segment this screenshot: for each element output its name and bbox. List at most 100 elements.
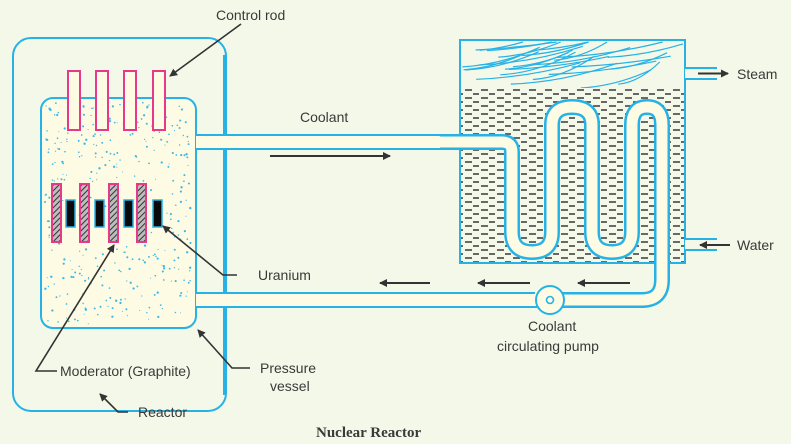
speckle: [48, 148, 50, 150]
speckle: [173, 248, 176, 251]
speckle: [189, 266, 192, 269]
graphite-rod: [51, 183, 62, 243]
speckle: [63, 258, 66, 261]
steam-swirls: [462, 41, 684, 89]
speckle: [83, 142, 86, 145]
speckle: [108, 117, 111, 120]
speckle: [152, 137, 154, 139]
speckle: [143, 261, 147, 264]
speckle: [114, 262, 116, 264]
speckle: [89, 196, 92, 199]
speckle: [116, 176, 118, 179]
speckle: [45, 138, 48, 141]
speckle: [116, 166, 118, 168]
speckle: [150, 231, 153, 234]
speckle: [177, 220, 180, 223]
speckle: [94, 156, 97, 158]
speckle: [66, 174, 68, 176]
speckle: [143, 138, 146, 141]
speckle: [183, 174, 186, 177]
speckle: [104, 205, 107, 208]
speckle: [97, 313, 99, 316]
speckle: [76, 319, 79, 322]
speckle: [98, 167, 101, 170]
speckle: [153, 293, 156, 296]
speckle: [92, 123, 94, 126]
speckle: [116, 248, 118, 251]
heat-exchanger: [459, 39, 686, 264]
speckle: [82, 105, 85, 108]
speckle: [187, 291, 188, 293]
speckle: [189, 206, 192, 210]
speckle: [65, 303, 68, 305]
speckle: [126, 256, 129, 259]
speckle: [108, 159, 111, 162]
speckle: [109, 296, 112, 299]
speckle: [67, 132, 69, 134]
leader-lines: [34, 23, 250, 413]
speckle: [136, 285, 139, 288]
speckle: [53, 180, 56, 182]
speckle: [53, 114, 56, 116]
speckle: [187, 281, 190, 284]
steam-swirl: [512, 51, 569, 68]
speckle: [145, 122, 148, 125]
speckle: [78, 155, 81, 158]
reactor-leader: [99, 393, 128, 413]
speckle: [176, 124, 179, 127]
speckle: [173, 130, 176, 132]
reactor-boundary: [12, 37, 227, 412]
speckle: [78, 250, 81, 252]
steam-swirl: [479, 45, 584, 66]
speckle: [77, 139, 80, 142]
speckle: [169, 213, 172, 216]
moderator-rods: [51, 183, 147, 243]
speckle: [189, 270, 191, 272]
speckle: [164, 250, 166, 252]
speckle: [152, 254, 154, 257]
speckle: [48, 196, 51, 199]
speckle: [87, 278, 90, 280]
speckle: [166, 141, 169, 143]
speckle: [124, 298, 126, 300]
speckle: [51, 309, 54, 312]
speckle: [94, 257, 97, 260]
speckle: [175, 154, 178, 156]
speckle: [141, 101, 144, 104]
speckle: [99, 134, 102, 136]
speckle: [111, 315, 114, 318]
speckle: [47, 151, 50, 154]
uranium-rod: [94, 199, 105, 228]
speckle: [142, 114, 146, 117]
steam-swirl: [554, 41, 608, 61]
speckle: [47, 220, 50, 223]
speckle: [48, 234, 51, 237]
speckle: [184, 121, 187, 124]
speckle: [146, 311, 148, 314]
speckle: [160, 138, 163, 141]
speckle: [128, 267, 131, 271]
speckle: [93, 107, 95, 109]
speckle: [101, 156, 103, 159]
speckle: [161, 307, 164, 310]
speckle: [62, 173, 64, 175]
steam-swirl: [510, 62, 618, 85]
steam-swirl: [476, 62, 581, 80]
speckle: [180, 291, 183, 295]
speckle: [186, 135, 189, 138]
speckle: [171, 227, 173, 230]
speckle: [107, 305, 109, 308]
speckle: [84, 308, 88, 311]
speckle: [139, 309, 141, 312]
speckle: [48, 220, 50, 222]
speckle: [136, 121, 139, 124]
speckle: [94, 133, 96, 135]
speckle: [119, 103, 121, 106]
speckle: [82, 113, 85, 116]
speckle: [46, 277, 48, 279]
graphite-rod: [108, 183, 119, 243]
speckle: [55, 297, 57, 299]
uranium-rod: [152, 199, 163, 228]
speckle: [73, 318, 76, 321]
speckle: [138, 160, 140, 163]
